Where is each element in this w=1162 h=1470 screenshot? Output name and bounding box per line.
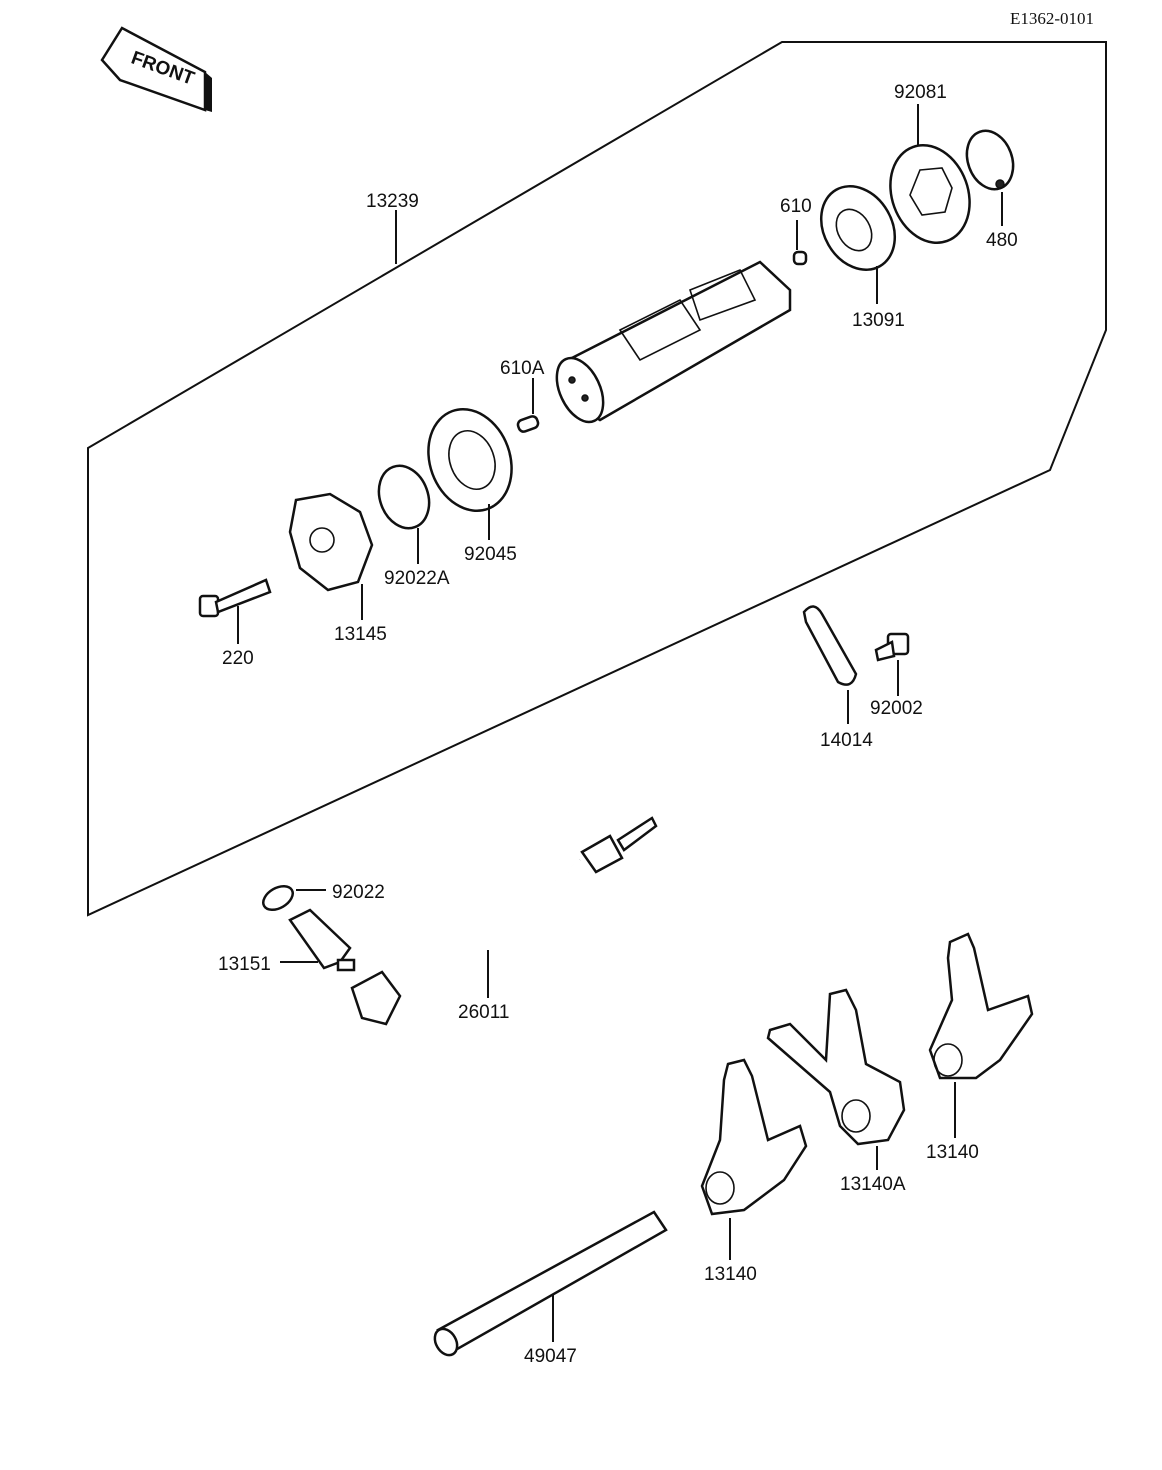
part-13151-switch xyxy=(288,908,356,972)
label-92002: 92002 xyxy=(870,698,923,719)
label-13151: 13151 xyxy=(218,954,271,975)
part-610A-pin xyxy=(516,415,540,433)
part-92022-washer xyxy=(262,884,294,912)
part-shift-drum xyxy=(555,260,792,424)
label-220: 220 xyxy=(222,648,254,669)
label-610A: 610A xyxy=(500,358,545,379)
label-92022: 92022 xyxy=(332,882,385,903)
part-13091-plate xyxy=(819,185,897,271)
label-13145: 13145 xyxy=(334,624,387,645)
part-480-circlip xyxy=(965,129,1015,191)
part-220-bolt xyxy=(198,578,272,618)
part-13140A-fork-mid xyxy=(766,988,906,1146)
label-14014: 14014 xyxy=(820,730,873,751)
label-480: 480 xyxy=(986,230,1018,251)
part-13140-fork-right xyxy=(928,932,1034,1080)
label-13239: 13239 xyxy=(366,191,419,212)
part-26011-lead xyxy=(350,816,658,1026)
part-92045-bearing xyxy=(427,408,513,512)
front-arrow-icon: FRONT xyxy=(100,26,212,112)
label-13091: 13091 xyxy=(852,310,905,331)
label-13140-left: 13140 xyxy=(704,1264,757,1285)
part-92002-bolt xyxy=(874,632,910,662)
label-49047: 49047 xyxy=(524,1346,577,1367)
part-13145-cam xyxy=(288,492,374,592)
part-14014-plate xyxy=(802,605,858,686)
label-92045: 92045 xyxy=(464,544,517,565)
diagram-reference: E1362-0101 xyxy=(1010,9,1094,28)
part-13140-fork-left xyxy=(700,1058,808,1216)
part-92081-cover xyxy=(889,144,971,244)
label-13140A: 13140A xyxy=(840,1174,906,1195)
part-610-pin xyxy=(792,250,808,266)
part-49047-shaft xyxy=(433,1210,668,1357)
label-13140-right: 13140 xyxy=(926,1142,979,1163)
label-92022A: 92022A xyxy=(384,568,450,589)
part-92022A-ring xyxy=(377,464,431,530)
label-26011: 26011 xyxy=(458,1002,509,1023)
label-610: 610 xyxy=(780,196,812,217)
assembly-outline xyxy=(87,41,1107,917)
label-92081: 92081 xyxy=(894,82,947,103)
